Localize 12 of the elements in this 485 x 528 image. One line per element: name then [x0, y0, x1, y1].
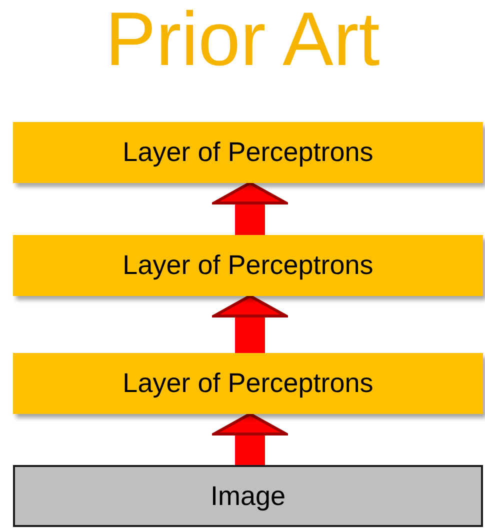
block-arrow [212, 294, 288, 353]
node-label: Layer of Perceptrons [122, 137, 374, 168]
layer-box [13, 235, 483, 296]
node-label: Image [210, 480, 286, 512]
block-arrow [212, 182, 288, 235]
layer-box [13, 122, 483, 183]
block-arrow [212, 412, 288, 465]
layer-box [13, 353, 483, 414]
node-label: Layer of Perceptrons [122, 250, 374, 281]
node-label: Layer of Perceptrons [122, 368, 374, 399]
input-box [13, 465, 483, 527]
title: Prior Art [104, 0, 381, 82]
